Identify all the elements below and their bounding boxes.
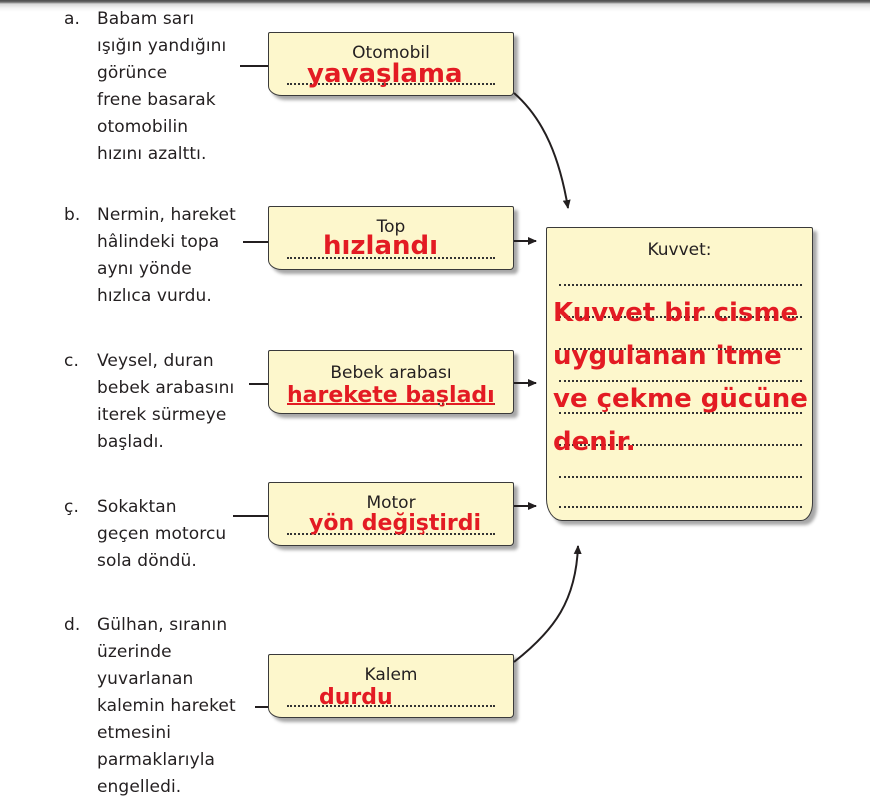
statement-text: Gülhan, sıranın üzerinde yuvarlanan kale… <box>97 615 236 797</box>
statement-text: Sokaktan geçen motorcu sola döndü. <box>97 497 227 571</box>
connector-line <box>249 383 270 385</box>
curved-arrow-icon <box>513 92 571 209</box>
connector-line <box>243 241 270 243</box>
answer-box-motor: Motor yön değiştirdi <box>268 482 514 546</box>
answer-box-bebek-arabasi: Bebek arabası harekete başladı <box>268 350 514 414</box>
answer-box-top: Top hızlandı <box>268 206 514 270</box>
statement-letter: ç. <box>64 497 79 517</box>
answer-line <box>287 403 495 405</box>
definition-label: Kuvvet: <box>647 240 712 260</box>
statement-text: Babam sarı ışığın yandığını görünce fren… <box>97 9 227 164</box>
connector-line <box>255 706 270 708</box>
statement-text: Veysel, duran bebek arabasını iterek sür… <box>97 351 235 452</box>
box-label: Bebek arabası <box>330 363 452 383</box>
box-label: Otomobil <box>352 43 430 63</box>
answer-line <box>559 284 802 286</box>
handwritten-answer[interactable]: yavaşlama <box>307 59 463 89</box>
statement-letter: a. <box>64 9 81 29</box>
answer-box-otomobil: Otomobil yavaşlama <box>268 32 514 96</box>
handwritten-answer[interactable]: durdu <box>319 685 393 710</box>
answer-line <box>559 316 802 318</box>
connector-line <box>240 65 270 67</box>
curved-arrow-icon <box>513 545 582 663</box>
statement-letter: d. <box>64 615 81 635</box>
top-bar <box>0 0 870 12</box>
box-label: Motor <box>366 493 416 513</box>
answer-line <box>287 533 495 535</box>
answer-line <box>559 380 802 382</box>
answer-line <box>287 705 495 707</box>
statement-letter: c. <box>64 351 79 371</box>
box-label: Top <box>376 217 406 237</box>
statement-c: c. Veysel, duran bebek arabasını iterek … <box>64 348 234 456</box>
answer-box-kalem: Kalem durdu <box>268 654 514 718</box>
connector-line <box>233 515 270 517</box>
handwritten-answer[interactable]: harekete başladı <box>287 383 495 408</box>
answer-line <box>559 444 802 446</box>
statement-letter: b. <box>64 205 81 225</box>
statement-c-cedilla: ç. Sokaktan geçen motorcu sola döndü. <box>64 494 226 575</box>
handwritten-answer[interactable]: hızlandı <box>323 231 439 261</box>
statement-a: a. Babam sarı ışığın yandığını görünce f… <box>64 6 226 168</box>
answer-line <box>559 412 802 414</box>
definition-box: Kuvvet: Kuvvet bir cisme uygulanan itme … <box>546 227 813 521</box>
answer-line <box>287 83 495 85</box>
statement-b: b. Nermin, hareket hâlindeki topa aynı y… <box>64 202 236 310</box>
statement-d: d. Gülhan, sıranın üzerinde yuvarlanan k… <box>64 612 236 801</box>
handwritten-answer[interactable]: yön değiştirdi <box>309 511 482 536</box>
statement-text: Nermin, hareket hâlindeki topa aynı yönd… <box>97 205 236 306</box>
answer-line <box>559 348 802 350</box>
answer-line <box>559 506 802 508</box>
answer-line <box>287 257 495 259</box>
box-label: Kalem <box>364 665 418 685</box>
definition-answer[interactable]: Kuvvet bir cisme uygulanan itme ve çekme… <box>553 298 808 457</box>
answer-line <box>559 476 802 478</box>
